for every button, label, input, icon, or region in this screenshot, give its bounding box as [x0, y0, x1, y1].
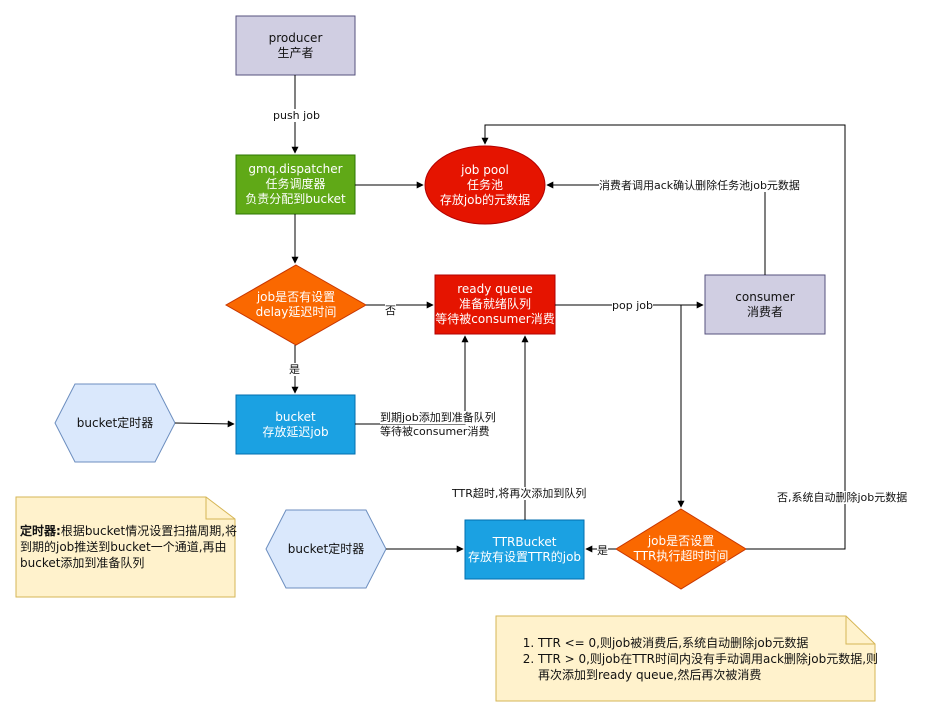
ttr-note-item-1: TTR <= 0,则job被消费后,系统自动删除job元数据: [538, 635, 872, 651]
edge-bucket-to-ready-queue: [355, 335, 469, 425]
dispatcher-node: gmq.dispatcher 任务调度器 负责分配到bucket: [236, 155, 355, 214]
job-pool-subtitle: 任务池: [466, 177, 503, 192]
ttr-note-item-2b: 再次添加到ready queue,然后再次被消费: [538, 668, 762, 682]
edge-label-no-delay: 否: [385, 304, 396, 317]
ttr-note-list: TTR <= 0,则job被消费后,系统自动删除job元数据 TTR > 0,则…: [512, 635, 878, 683]
ready-queue-title: ready queue: [457, 282, 533, 296]
bucket-subtitle: 存放延迟job: [262, 424, 329, 439]
bucket-box: [235, 394, 356, 455]
edge-label-bucket-to-ready-2: 等待被consumer消费: [380, 425, 490, 438]
bucket-title: bucket: [275, 409, 316, 424]
ready-queue-desc: 等待被consumer消费: [435, 312, 555, 326]
ttr-note-shape: [495, 615, 876, 702]
consumer-subtitle: 消费者: [746, 304, 783, 319]
edge-label-yes-delay: 是: [289, 363, 300, 376]
ttr-note-item-2: TTR > 0,则job在TTR时间内没有手动调用ack删除job元数据,则再次…: [538, 651, 878, 683]
ready-queue-node: ready queue 准备就绪队列 等待被consumer消费: [435, 275, 555, 334]
producer-node: producer 生产者: [236, 16, 355, 75]
timer-note-shape: [15, 496, 236, 598]
edge-consumer-to-job-pool: [546, 181, 766, 275]
edge-label-ack-delete: 消费者调用ack确认删除任务池job元数据: [599, 179, 800, 192]
edge-ttr-check-to-job-pool: [481, 124, 846, 550]
ttr-bucket-node: TTRBucket 存放有设置TTR的job: [465, 520, 584, 579]
delay-check-node: job是否有设置 delay延迟时间: [226, 265, 366, 345]
edge-label-ttr-yes: 是: [597, 544, 608, 557]
timer-note-bold: 定时器:: [20, 524, 61, 538]
ttr-bucket-subtitle: 存放有设置TTR的job: [467, 549, 582, 564]
ready-queue-box: [434, 274, 556, 335]
bucket-timer-1-node: bucket定时器: [55, 384, 175, 462]
edge-label-ttr-timeout: TTR超时,将再次添加到队列: [452, 487, 587, 500]
ttr-note-item-2a: TTR > 0,则job在TTR时间内没有手动调用ack删除job元数据,则: [538, 652, 879, 666]
ttr-note-fold: [845, 616, 875, 645]
delay-check-diamond: [224, 264, 368, 346]
ttr-check-diamond: [615, 508, 747, 590]
delay-check-line2: delay延迟时间: [255, 305, 337, 319]
timer-note-fold: [205, 497, 235, 520]
bucket-timer-2-node: bucket定时器: [266, 510, 386, 588]
ready-queue-subtitle: 准备就绪队列: [458, 297, 531, 311]
edge-label-bucket-to-ready-1: 到期job添加到准备队列: [380, 411, 496, 424]
job-pool-node: job pool 任务池 存放job的元数据: [425, 146, 545, 224]
producer-title: producer: [268, 30, 323, 45]
job-pool-ellipse: [424, 145, 546, 225]
edge-label-pop-job: pop job: [612, 299, 653, 312]
dispatcher-box: [235, 154, 356, 215]
edge-label-push-job: push job: [273, 109, 320, 122]
consumer-box: [704, 274, 826, 335]
ttr-bucket-title: TTRBucket: [492, 534, 557, 549]
timer-note-line1: 定时器:根据bucket情况设置扫描周期,将: [20, 523, 238, 539]
producer-box: [235, 15, 356, 76]
timer-note: 定时器:根据bucket情况设置扫描周期,将 到期的job推送到bucket一个…: [20, 523, 238, 571]
dispatcher-desc: 负责分配到bucket: [245, 192, 346, 206]
delay-check-line1: job是否有设置: [256, 290, 336, 304]
job-pool-desc: 存放job的元数据: [439, 192, 531, 207]
consumer-title: consumer: [735, 289, 795, 304]
bucket-timer-1-label: bucket定时器: [76, 415, 154, 430]
dispatcher-subtitle: 任务调度器: [265, 177, 326, 191]
edge-label-ttr-no: 否,系统自动删除job元数据: [777, 491, 908, 504]
ttr-note: TTR <= 0,则job被消费后,系统自动删除job元数据 TTR > 0,则…: [512, 635, 878, 683]
ttr-check-node: job是否设置 TTR执行超时时间: [616, 509, 746, 589]
edge-timer1-to-bucket: [174, 420, 235, 428]
producer-subtitle: 生产者: [277, 45, 314, 60]
timer-note-line2: 到期的job推送到bucket一个通道,再由: [20, 540, 227, 554]
ttr-check-line1: job是否设置: [647, 534, 715, 548]
job-pool-title: job pool: [461, 162, 509, 177]
bucket-timer-2-label: bucket定时器: [287, 541, 365, 556]
consumer-node: consumer 消费者: [705, 275, 825, 334]
dispatcher-title: gmq.dispatcher: [248, 162, 343, 176]
ttr-check-line2: TTR执行超时时间: [633, 549, 729, 563]
timer-note-line3: bucket添加到准备队列: [20, 556, 145, 570]
timer-note-text1: 根据bucket情况设置扫描周期,将: [60, 524, 238, 538]
bucket-node: bucket 存放延迟job: [236, 395, 355, 454]
